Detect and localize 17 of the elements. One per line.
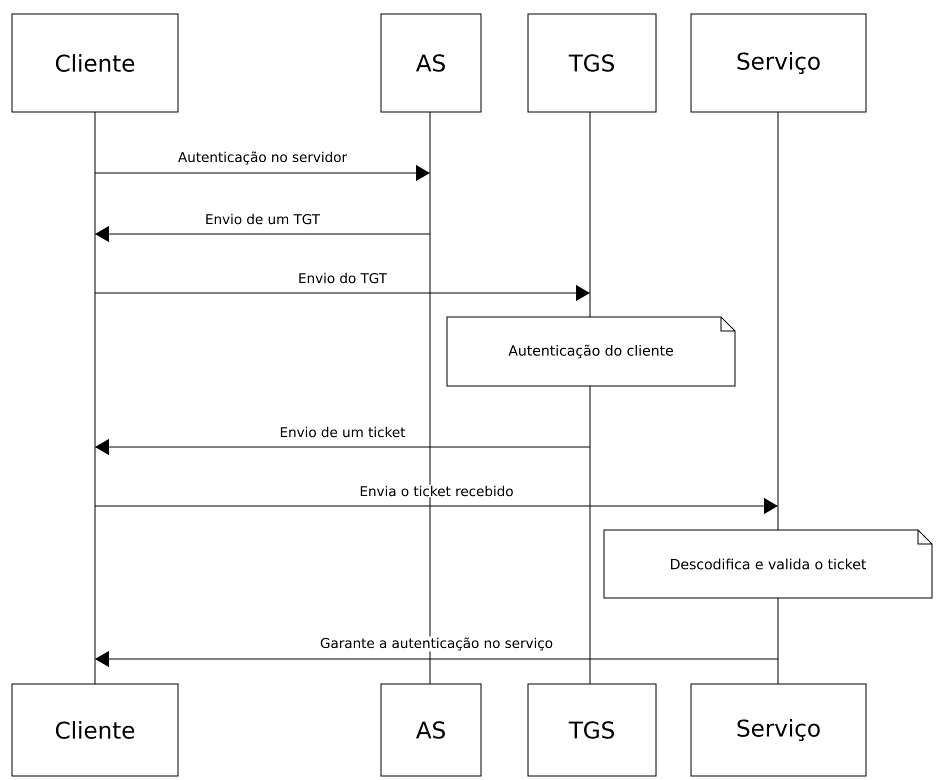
lifeline (94, 112, 96, 684)
note: Descodifica e valida o ticket (604, 530, 932, 598)
participant-box: Cliente (12, 14, 178, 112)
message-label: Autenticação no servidor (176, 150, 348, 166)
participant-box: TGS (528, 14, 656, 112)
note: Autenticação do cliente (446, 316, 736, 386)
message-label: Garante a autenticação no serviço (319, 636, 554, 652)
message-label: Envio de um ticket (278, 426, 406, 438)
participant-box: Serviço (690, 684, 866, 776)
participant-box: Serviço (690, 14, 866, 112)
participant-box: AS (380, 14, 482, 112)
message-label: Envia o ticket recebido (358, 484, 515, 498)
participant-box: AS (380, 684, 482, 776)
participant-box: TGS (528, 684, 656, 776)
message-label: Envio de um TGT (204, 212, 322, 226)
participant-box: Cliente (12, 684, 178, 776)
message-label: Envio do TGT (297, 272, 388, 284)
